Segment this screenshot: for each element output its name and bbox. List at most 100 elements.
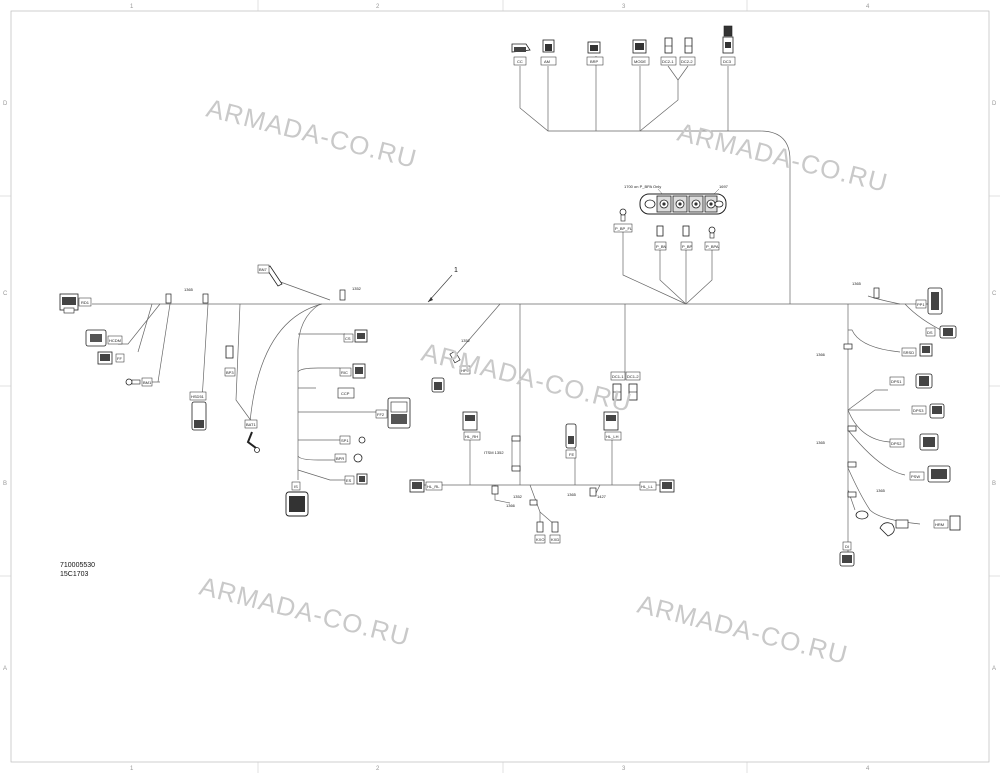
- connector-label: HL_LH: [606, 434, 619, 439]
- connector-dps3[interactable]: DPS3: [911, 403, 945, 419]
- connector-label: HL_RH: [465, 434, 478, 439]
- zone-top-1: 1: [130, 4, 134, 10]
- connector-label: BPR: [336, 456, 344, 461]
- connector-fe[interactable]: FE: [565, 423, 577, 459]
- terminal-label: P_BPA: [706, 244, 719, 249]
- connector-hsd51[interactable]: HSD51: [189, 391, 207, 431]
- zone-right-c: C: [992, 291, 997, 297]
- connector-pp1[interactable]: PP1: [915, 287, 943, 315]
- zone-top-3: 3: [622, 4, 626, 10]
- connector-hl-rh[interactable]: HL_RH: [462, 411, 481, 441]
- zone-left-b: B: [3, 481, 7, 487]
- power-bus-bar[interactable]: 1700 on P_BPA Only 1697: [624, 184, 729, 215]
- terminal-p-bp[interactable]: P_BP: [680, 225, 693, 251]
- connector-dc2-1[interactable]: DC2-1: [660, 37, 677, 66]
- connector-hl-ll[interactable]: HL_LL: [639, 479, 675, 493]
- connector-hcdm[interactable]: HCDM: [85, 329, 123, 347]
- connector-label: MODE: [634, 59, 646, 64]
- connector-label: RIC: [341, 370, 348, 375]
- splice-label: 1352: [461, 338, 471, 343]
- connector-ccp[interactable]: CCP: [337, 387, 355, 399]
- connector-brp[interactable]: BRP: [586, 41, 604, 66]
- connector-kxd[interactable]: KXD: [549, 521, 561, 544]
- sensor-1366-bottom[interactable]: 1366: [491, 485, 516, 508]
- connector-bn7[interactable]: BN7: [257, 264, 283, 287]
- connector-label: FE: [569, 452, 574, 457]
- connector-ff[interactable]: FF: [97, 351, 125, 365]
- splice-label: 1365: [876, 488, 886, 493]
- zone-right-b: B: [992, 481, 996, 487]
- zone-top-4: 4: [866, 4, 870, 10]
- connector-label: FF: [117, 356, 122, 361]
- connector-label: DC1-1: [612, 374, 624, 379]
- ring-terminal-bm1[interactable]: BM1: [125, 377, 153, 387]
- sensor-hrm[interactable]: HRM: [855, 510, 961, 537]
- battery-cable-bat1[interactable]: BAT1: [244, 419, 260, 453]
- splice-itsm: ITSM 1352: [484, 435, 521, 472]
- connector-label: DC1-2: [627, 374, 639, 379]
- splice-label: 1365: [816, 440, 826, 445]
- connector-label: DS: [927, 330, 933, 335]
- connector-is[interactable]: IS: [285, 481, 309, 517]
- connector-ric[interactable]: RIC: [339, 363, 366, 379]
- terminal-label: P_BP: [682, 244, 693, 249]
- connector-label: IS: [294, 484, 298, 489]
- connector-psw[interactable]: PSW: [909, 465, 951, 483]
- drawing-border: [10, 10, 990, 763]
- connector-es[interactable]: ES: [344, 473, 368, 485]
- splice-label: 1365: [852, 281, 862, 286]
- connector-label: SP1: [341, 438, 349, 443]
- connector-dc1-1[interactable]: DC1-1: [610, 371, 626, 401]
- connector-label: KXO: [536, 537, 544, 542]
- splice-label: 1365: [184, 287, 194, 292]
- splice-label: ITSM 1352: [484, 450, 504, 455]
- connector-di[interactable]: DI: [839, 541, 855, 567]
- connector-mode[interactable]: MODE: [631, 39, 650, 66]
- terminal-p-bn[interactable]: P_BN: [654, 225, 667, 251]
- connector-am[interactable]: AM: [540, 39, 557, 66]
- watermark: ARMADA-CO.RU: [204, 93, 421, 174]
- splice-label: 1366: [816, 352, 826, 357]
- connector-srsd[interactable]: SRSD: [901, 343, 933, 357]
- zone-right-d: D: [992, 101, 997, 107]
- connector-rd1[interactable]: RD1: [59, 293, 92, 314]
- connector-label: BM1: [143, 380, 152, 385]
- splice-label: 1352: [352, 286, 362, 291]
- connector-dps1[interactable]: DPS1: [889, 373, 933, 389]
- sensor-1365-lower-right[interactable]: 1365: [847, 461, 886, 498]
- connector-hp5[interactable]: HP5: [431, 350, 471, 393]
- zone-right-a: A: [992, 666, 996, 672]
- connector-dc3[interactable]: DC3: [720, 25, 736, 66]
- connector-bpr[interactable]: BPR: [334, 453, 363, 463]
- sensor-1366-right[interactable]: 1366: [816, 343, 853, 357]
- zone-left-d: D: [3, 101, 8, 107]
- connector-label: HL_RL: [427, 484, 440, 489]
- connector-label: DC3: [723, 59, 732, 64]
- splice-1352-mid: 1352: [461, 338, 471, 343]
- connector-hl-rl[interactable]: HL_RL: [409, 479, 443, 493]
- bus-note: 1700 on P_BPA Only: [624, 184, 661, 189]
- ring-terminal-p-bp-fl[interactable]: P_BP_FL: [613, 208, 633, 233]
- callout-number: 1: [454, 267, 458, 274]
- connector-cc[interactable]: CC: [511, 43, 531, 66]
- terminal-label: P_BN: [656, 244, 667, 249]
- watermark: ARMADA-CO.RU: [675, 117, 892, 198]
- connector-label: PP1: [917, 302, 925, 307]
- connector-dc1-2[interactable]: DC1-2: [625, 371, 641, 401]
- connector-dc2-2[interactable]: DC2-2: [679, 37, 696, 66]
- terminal-bp3[interactable]: BP3: [224, 345, 236, 377]
- connector-label: FF2: [377, 412, 385, 417]
- connector-sp1[interactable]: SP1: [339, 435, 366, 445]
- connector-kxo[interactable]: KXO: [534, 521, 546, 544]
- connector-ff2[interactable]: FF2: [375, 397, 411, 429]
- terminal-label: P_BP_FL: [615, 226, 633, 231]
- connector-hl-lh[interactable]: HL_LH: [603, 411, 622, 441]
- connector-ds[interactable]: DS: [925, 325, 957, 339]
- connector-label: CCP: [341, 391, 350, 396]
- connector-dps2[interactable]: DPS2: [889, 433, 939, 451]
- terminal-p-bpa[interactable]: P_BPA: [704, 226, 720, 251]
- connector-cs[interactable]: CS: [343, 329, 368, 343]
- splice-label: 1365: [567, 492, 577, 497]
